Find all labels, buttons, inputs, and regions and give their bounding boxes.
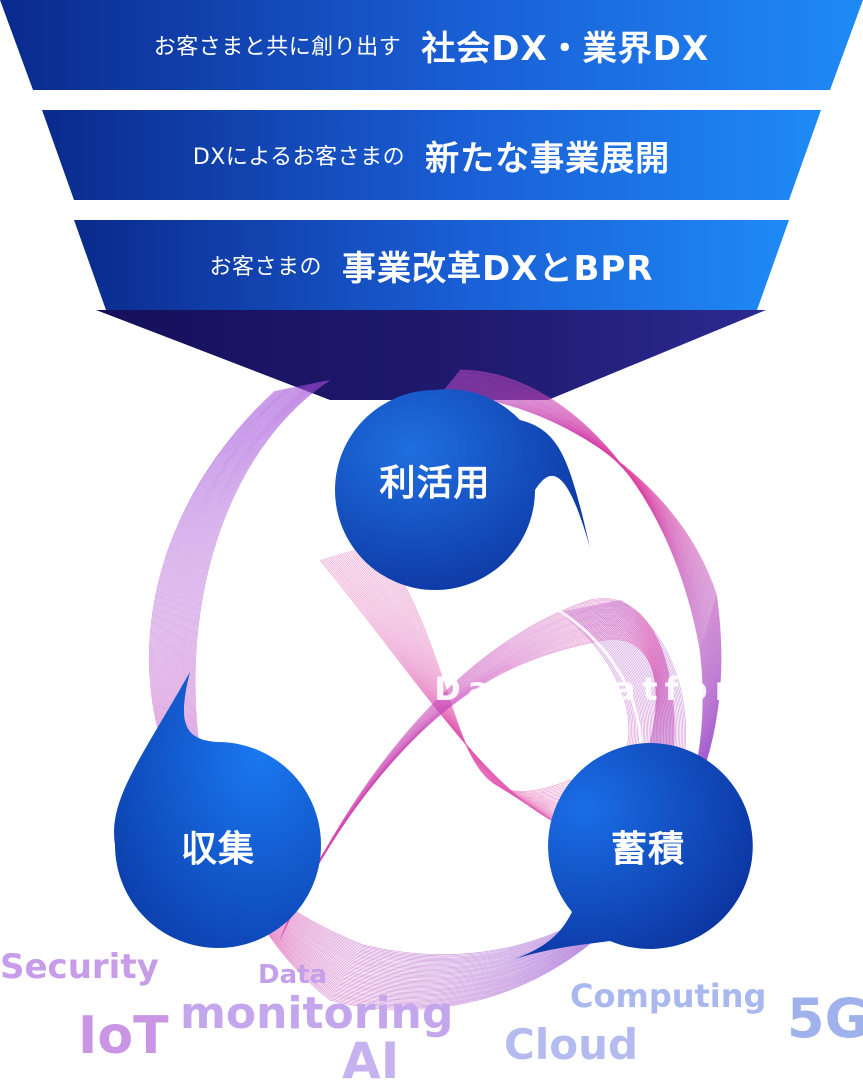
ribbon-line xyxy=(153,389,720,960)
keyword-security: Security xyxy=(0,947,159,987)
ribbon-line xyxy=(375,543,634,795)
band-1-large-text: 社会DX・業界DX xyxy=(421,28,710,69)
funnel-connector xyxy=(96,310,766,400)
band-1-small-text: お客さまと共に創り出す xyxy=(153,35,402,60)
ribbon-line xyxy=(151,390,721,958)
keyword-ai: AI xyxy=(342,1032,400,1090)
cycle-arc-bottom xyxy=(329,903,541,922)
ribbon-line xyxy=(149,390,722,955)
band-social-dx: お客さまと共に創り出す 社会DX・業界DX xyxy=(0,0,863,90)
bubble-left-shape xyxy=(114,672,322,948)
keyword-monitoring: monitoring xyxy=(180,988,454,1039)
ribbon-line xyxy=(379,541,630,792)
ribbon-line xyxy=(376,542,632,794)
band-3-small-text: お客さまの xyxy=(209,255,323,280)
keyword-data: Data xyxy=(258,960,328,990)
ribbon-line xyxy=(373,543,635,796)
keyword-5g: 5G xyxy=(787,987,863,1050)
keyword-computing: Computing xyxy=(570,977,767,1015)
ribbon-line xyxy=(378,542,631,793)
bubble-top-shape xyxy=(335,389,590,590)
keyword-iot: IoT xyxy=(78,1006,169,1066)
ribbon-line xyxy=(154,389,720,961)
band-3-large-text: 事業改革DXとBPR xyxy=(342,248,654,289)
keyword-cloud: Cloud xyxy=(504,1020,639,1069)
smart-data-platform-label: Smart Data Platform xyxy=(272,670,778,708)
ribbon-line xyxy=(152,390,721,959)
band-2-large-text: 新たな事業展開 xyxy=(425,138,671,179)
bubble-collection-label: 収集 xyxy=(180,829,255,870)
bubble-right-shape xyxy=(512,742,753,960)
band-2-small-text: DXによるお客さまの xyxy=(192,145,406,170)
band-business-reform: お客さまの 事業改革DXとBPR xyxy=(74,220,789,310)
bubble-storage-label: 蓄積 xyxy=(610,829,685,870)
bubble-utilization-label: 利活用 xyxy=(379,463,491,504)
ribbon-line xyxy=(150,390,721,956)
band-new-business: DXによるお客さまの 新たな事業展開 xyxy=(42,110,821,200)
